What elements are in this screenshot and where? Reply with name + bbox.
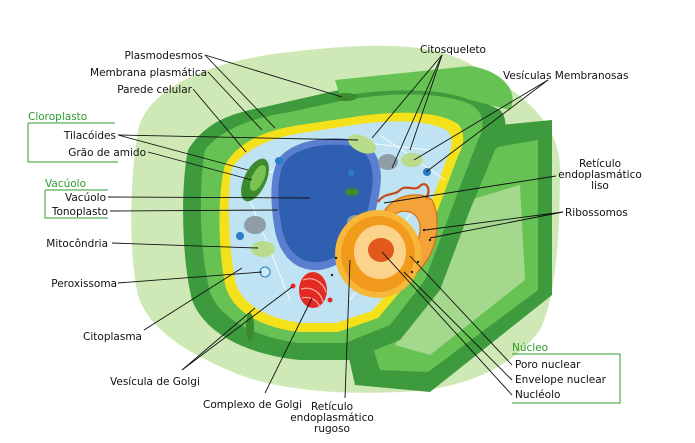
- label-reticulo-rugoso-3: rugoso: [314, 423, 350, 435]
- vesicle-small: [348, 170, 354, 176]
- cloroplasto-group-box: [27, 123, 118, 163]
- label-reticulo-liso-2: endoplasmático: [558, 169, 642, 181]
- label-citoplasma: Citoplasma: [83, 331, 142, 343]
- vesicle: [244, 216, 266, 234]
- vacuolo-group-box: [44, 190, 108, 219]
- leader-lines: [107, 54, 564, 399]
- smooth-er: [377, 183, 430, 203]
- label-plasmodesmos: Plasmodesmos: [124, 50, 203, 62]
- label-parede-celular: Parede celular: [117, 84, 192, 96]
- label-ribossomos: Ribossomos: [565, 207, 628, 219]
- label-reticulo-liso-1: Retículo: [579, 158, 621, 170]
- label-reticulo-rugoso-1: Retículo: [311, 401, 353, 413]
- label-poro-nuclear: Poro nuclear: [515, 359, 581, 371]
- wall-cut-face-light: [395, 185, 525, 355]
- vesicle-small: [275, 157, 283, 165]
- label-reticulo-liso-3: liso: [591, 180, 609, 192]
- label-citosqueleto: Citosqueleto: [420, 44, 486, 56]
- golgi-apparatus: [299, 272, 327, 309]
- ribosomes: [330, 228, 432, 277]
- label-vesicula-de-golgi: Vesícula de Golgi: [110, 376, 200, 388]
- vesicle-small: [236, 232, 244, 240]
- chloroplast-inner: [249, 165, 267, 191]
- label-complexo-de-golgi: Complexo de Golgi: [203, 399, 302, 411]
- label-envelope-nuclear: Envelope nuclear: [515, 374, 607, 386]
- label-vesiculas-membranosas: Vesículas Membranosas: [503, 70, 628, 82]
- chloroplast-wall: [246, 313, 254, 341]
- golgi-vesicle: [327, 297, 333, 303]
- nucleolus: [368, 238, 394, 262]
- label-vacuolo: Vacúolo: [65, 192, 106, 204]
- group-label-vacuolo: Vacúolo: [45, 178, 86, 190]
- label-reticulo-rugoso-2: endoplasmático: [290, 412, 374, 424]
- mitochondrion: [251, 241, 275, 257]
- chloroplast-small: [345, 188, 359, 196]
- group-label-cloroplasto: Cloroplasto: [28, 111, 87, 123]
- label-tonoplasto: Tonoplasto: [51, 206, 108, 218]
- label-tilacoides: Tilacóides: [63, 130, 116, 142]
- label-grao-de-amido: Grão de amido: [68, 147, 146, 159]
- label-nucleolo: Nucléolo: [515, 389, 560, 401]
- chloroplast-top: [335, 93, 357, 101]
- label-peroxissoma: Peroxissoma: [51, 278, 117, 290]
- wall-rim: [335, 66, 513, 110]
- nucleo-group-box: [512, 353, 621, 404]
- group-label-nucleo: Núcleo: [512, 342, 548, 354]
- chloroplast: [347, 134, 377, 154]
- mitochondrion: [401, 153, 423, 167]
- label-membrana-plasmatica: Membrana plasmática: [90, 67, 207, 79]
- label-mitocondria: Mitocôndria: [46, 238, 108, 250]
